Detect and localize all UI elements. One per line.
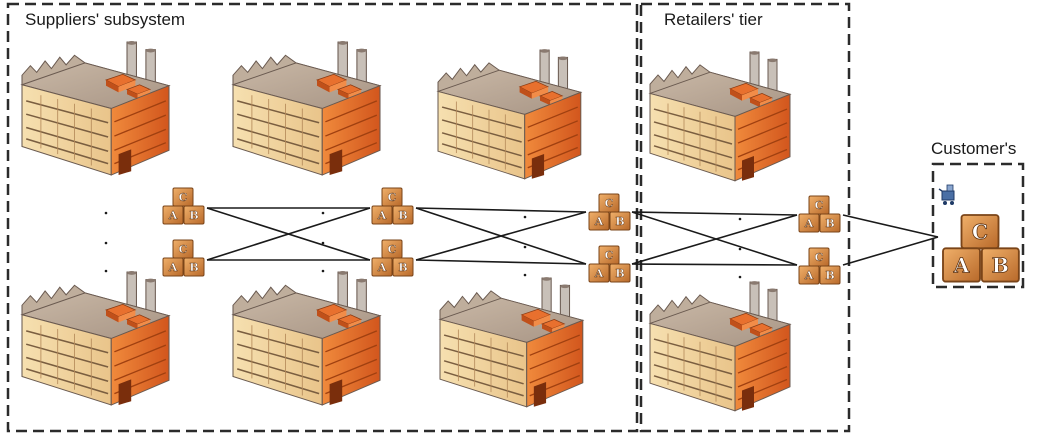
box-letter: A bbox=[168, 261, 178, 274]
factory-icon bbox=[21, 40, 170, 176]
factory-icon bbox=[232, 40, 381, 176]
box-letter: B bbox=[825, 217, 834, 230]
box-letter: C bbox=[815, 251, 824, 264]
box-letter: A bbox=[804, 217, 814, 230]
box-letter: B bbox=[992, 253, 1009, 277]
box-letter: B bbox=[189, 209, 198, 222]
link bbox=[842, 236, 939, 266]
connections bbox=[206, 207, 939, 266]
factory-icon bbox=[232, 270, 381, 406]
box-letter: C bbox=[972, 220, 988, 244]
box-letter: A bbox=[168, 209, 178, 222]
box-letter: A bbox=[377, 261, 387, 274]
factory-icon bbox=[21, 270, 170, 406]
vertical-ellipsis bbox=[104, 211, 742, 279]
retailers-border bbox=[639, 2, 851, 433]
factory-icon bbox=[439, 276, 584, 408]
link bbox=[631, 211, 798, 266]
link bbox=[842, 214, 939, 238]
shopping-cart-icon bbox=[938, 184, 955, 205]
retailers-label: Retailers' tier bbox=[664, 10, 763, 29]
box-letter: C bbox=[605, 249, 614, 262]
box-letter: A bbox=[953, 253, 971, 277]
box-letter: B bbox=[398, 209, 407, 222]
customer-label: Customer's bbox=[931, 139, 1017, 158]
box-letter: A bbox=[377, 209, 387, 222]
box-letter: C bbox=[388, 191, 397, 204]
link bbox=[415, 211, 587, 261]
link bbox=[631, 263, 798, 266]
link bbox=[631, 211, 798, 216]
box-letter: C bbox=[179, 191, 188, 204]
box-letter: C bbox=[815, 199, 824, 212]
link bbox=[631, 214, 798, 265]
factory-icon bbox=[649, 280, 791, 412]
box-letter: B bbox=[615, 215, 624, 228]
box-letter: C bbox=[179, 243, 188, 256]
link bbox=[206, 207, 371, 261]
box-letter: B bbox=[398, 261, 407, 274]
factory-icon bbox=[437, 48, 582, 180]
suppliers-label: Suppliers' subsystem bbox=[25, 10, 186, 29]
link bbox=[415, 207, 587, 213]
box-letter: B bbox=[615, 267, 624, 280]
box-letter: C bbox=[388, 243, 397, 256]
link bbox=[415, 259, 587, 265]
factory-icon bbox=[649, 50, 791, 182]
box-letter: B bbox=[825, 269, 834, 282]
box-letter: A bbox=[594, 267, 604, 280]
box-letter: A bbox=[804, 269, 814, 282]
customer-border bbox=[931, 162, 1025, 289]
suppliers-border bbox=[6, 2, 639, 433]
box-letter: C bbox=[605, 197, 614, 210]
box-letter: B bbox=[189, 261, 198, 274]
box-letter: A bbox=[594, 215, 604, 228]
